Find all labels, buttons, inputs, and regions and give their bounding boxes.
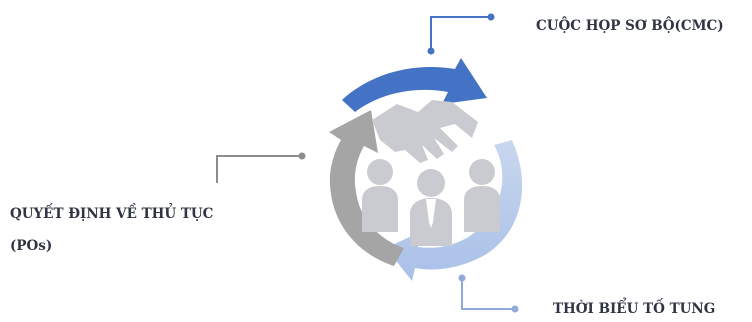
connector-cmc [427, 13, 495, 55]
handshake-icon [372, 100, 478, 163]
connector-timeline [458, 274, 519, 313]
arrow-right [386, 140, 523, 281]
arrow-top [342, 58, 487, 112]
label-procedural-orders: QUYẾT ĐỊNH VỀ THỦ TỤC (POs) [10, 198, 290, 262]
connector-pos [216, 152, 306, 183]
cycle-arrows [329, 58, 523, 281]
label-timeline: THỜI BIỂU TỐ TUNG [553, 301, 716, 317]
label-pos-line1: QUYẾT ĐỊNH VỀ THỦ TỤC [10, 206, 214, 222]
label-pos-line2: (POs) [10, 238, 53, 254]
arrow-left [329, 110, 404, 266]
label-cmc: CUỘC HỌP SƠ BỘ(CMC) [536, 18, 724, 34]
people-group-icon [362, 159, 500, 246]
